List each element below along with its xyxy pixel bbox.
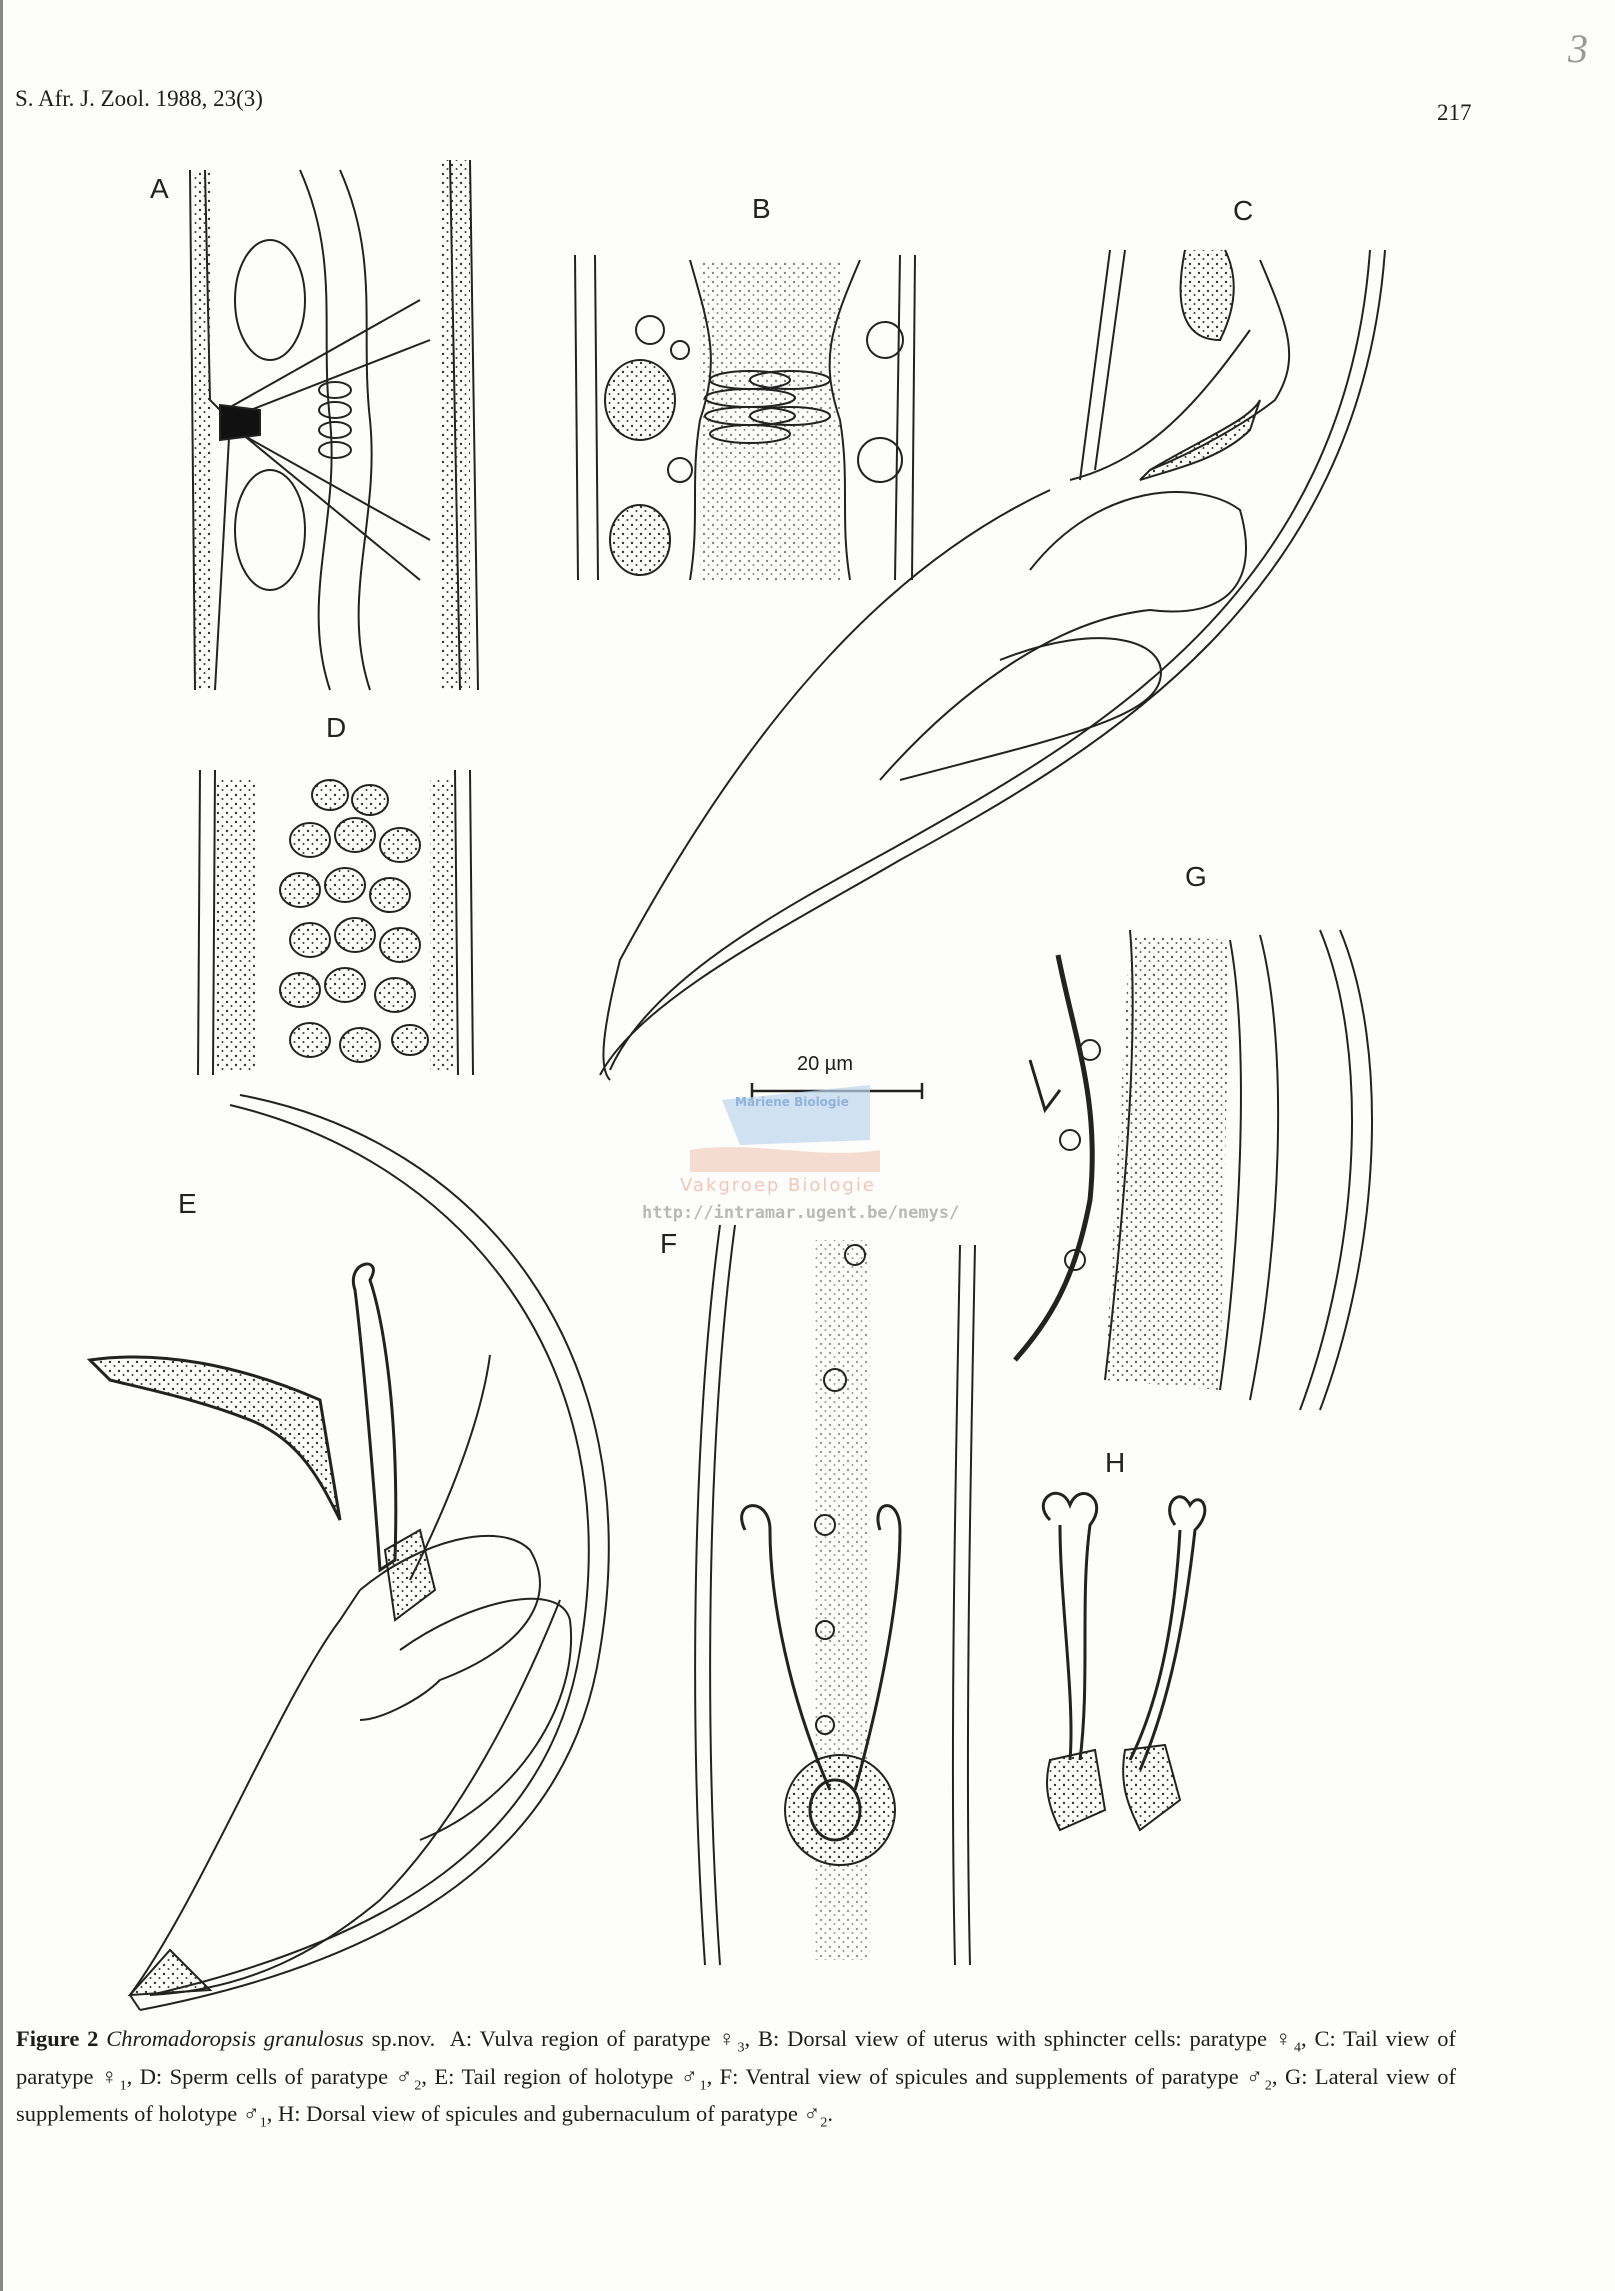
panel-label-f: F	[660, 1228, 678, 1259]
panel-label-g: G	[1185, 861, 1207, 892]
caption-part: B: Dorsal view of uterus with sphincter …	[757, 2026, 1315, 2056]
panel-f-drawing	[694, 1224, 976, 1966]
panel-label-h: H	[1105, 1447, 1126, 1478]
panel-b-drawing	[574, 254, 916, 581]
figure-caption: Figure 2 Chromadoropsis granulosus sp.no…	[16, 2025, 1456, 2138]
panel-c-drawing	[599, 249, 1386, 1081]
panel-label-d: D	[326, 712, 347, 743]
caption-part: A: Vulva region of paratype ♀3,	[449, 2026, 758, 2056]
panel-d-drawing	[197, 769, 474, 1076]
caption-species: Chromadoropsis granulosus	[106, 2026, 364, 2051]
watermark-line1: Mariene Biologie	[735, 1095, 849, 1109]
panel-label-b: B	[752, 193, 771, 224]
caption-part: D: Sperm cells of paratype ♂2,	[139, 2063, 435, 2094]
caption-part: G: Lateral view of supplements of holoty…	[16, 2063, 1456, 2131]
page-number: 217	[1437, 100, 1472, 125]
panel-label-a: A	[150, 173, 169, 204]
watermark-url: http://intramar.ugent.be/nemys/	[642, 1203, 960, 1223]
watermark-logo	[722, 1085, 870, 1145]
scale-bar-label: 20 µm	[797, 1053, 853, 1075]
panel-h-drawing	[1041, 1491, 1207, 1832]
caption-part: E: Tail region of holotype ♂1,	[434, 2063, 720, 2094]
watermark-line2: Vakgroep Biologie	[680, 1175, 876, 1196]
page-edge	[0, 0, 3, 2291]
corner-mark: 3	[1568, 26, 1588, 71]
panel-label-e: E	[178, 1188, 197, 1219]
journal-header: S. Afr. J. Zool. 1988, 23(3)	[15, 86, 263, 111]
panel-g-drawing	[1013, 929, 1374, 1411]
caption-part: C: Tail view of paratype ♀1,	[16, 2026, 1457, 2093]
panel-e-drawing	[86, 1094, 610, 2011]
caption-figure-number: Figure 2	[16, 2026, 99, 2051]
caption-part: F: Ventral view of spicules and suppleme…	[719, 2063, 1285, 2094]
caption-part: H: Dorsal view of spicules and gubernacu…	[277, 2101, 833, 2131]
panel-a-drawing	[189, 159, 479, 691]
panel-label-c: C	[1233, 195, 1254, 226]
caption-suffix: sp.nov.	[371, 2026, 436, 2051]
